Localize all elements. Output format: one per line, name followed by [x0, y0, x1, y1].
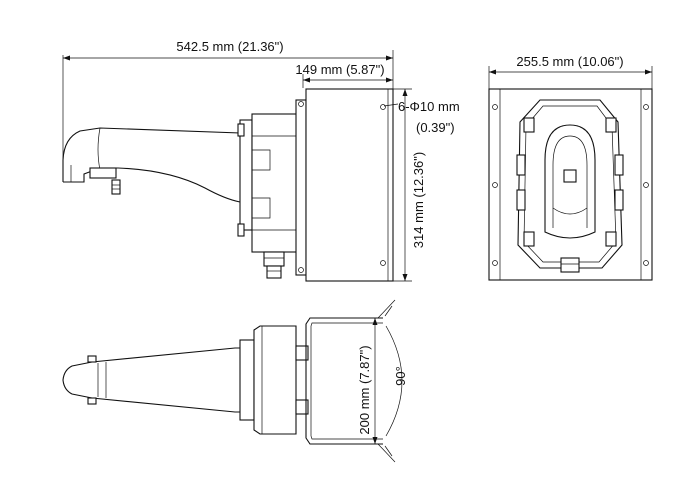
hole-spec-line2: (0.39") — [416, 120, 455, 135]
dim-plate-width: 255.5 mm (10.06") — [488, 54, 653, 90]
box-depth-label: 149 mm (5.87") — [295, 62, 384, 77]
plate-width-label: 255.5 mm (10.06") — [516, 54, 623, 69]
dim-bracket-width: 200 mm (7.87") 90° — [357, 318, 408, 444]
front-view — [488, 88, 653, 281]
dim-hole-spec: 6-Φ10 mm (0.39") — [383, 99, 460, 135]
bracket-width-label: 200 mm (7.87") — [357, 345, 372, 434]
bottom-view-bracket — [305, 299, 396, 463]
bottom-view-adapter — [239, 325, 309, 435]
angle-label: 90° — [393, 366, 408, 386]
side-view-junction-box — [295, 88, 394, 282]
dim-box-depth: 149 mm (5.87") — [295, 62, 393, 88]
overall-length-label: 542.5 mm (21.36") — [176, 39, 283, 54]
side-view-adapter — [237, 113, 305, 279]
bottom-view-arm — [62, 347, 240, 413]
hole-spec-line1: 6-Φ10 mm — [398, 99, 460, 114]
dim-box-height: 314 mm (12.36") — [393, 88, 426, 282]
box-height-label: 314 mm (12.36") — [411, 152, 426, 248]
side-view-arm — [62, 127, 241, 203]
